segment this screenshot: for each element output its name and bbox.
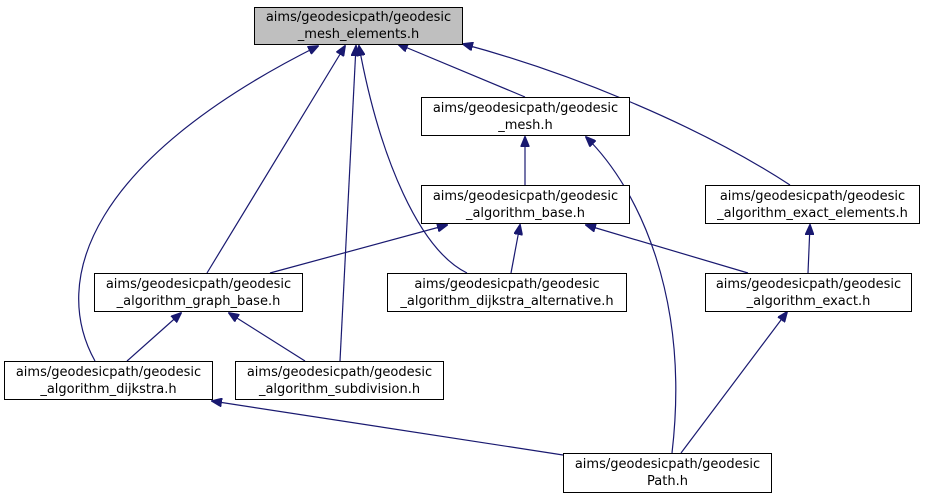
edge-dijkstra-to-graph-base — [126, 313, 181, 362]
edge-mesh-to-mesh-elements — [398, 44, 526, 98]
edge-graph-base-to-algorithm-base — [269, 225, 447, 274]
edge-dijkstra-alternative-to-algorithm-base — [510, 225, 520, 274]
edge-dijkstra-alternative-to-mesh-elements — [359, 46, 468, 274]
node-line-1: aims/geodesicpath/geodesic — [15, 364, 202, 380]
node-line-2: _algorithm_subdivision.h — [258, 381, 421, 397]
node-geodesic-algorithm-dijkstra-alternative[interactable]: aims/geodesicpath/geodesic _algorithm_di… — [387, 273, 627, 312]
node-geodesic-path[interactable]: aims/geodesicpath/geodesic Path.h — [563, 453, 772, 493]
edge-path-to-exact — [680, 312, 787, 454]
node-line-1: aims/geodesicpath/geodesic — [715, 276, 902, 292]
node-line-1: aims/geodesicpath/geodesic — [265, 10, 452, 25]
node-geodesic-algorithm-base[interactable]: aims/geodesicpath/geodesic _algorithm_ba… — [421, 185, 630, 224]
node-line-2: _algorithm_exact.h — [746, 293, 871, 309]
edge-subdivision-to-mesh-elements — [339, 46, 356, 362]
edge-path-to-mesh — [586, 137, 677, 454]
node-line-2: _algorithm_exact_elements.h — [717, 205, 908, 221]
node-line-2: _mesh.h — [498, 117, 553, 133]
node-line-1: aims/geodesicpath/geodesic — [432, 100, 619, 116]
node-line-2: _algorithm_base.h — [465, 205, 586, 221]
edge-graph-base-to-mesh-elements — [206, 46, 345, 274]
edge-subdivision-to-graph-base — [229, 313, 306, 362]
edge-dijkstra-to-mesh-elements — [78, 46, 318, 362]
node-geodesic-algorithm-exact[interactable]: aims/geodesicpath/geodesic _algorithm_ex… — [705, 273, 912, 312]
node-line-1: aims/geodesicpath/geodesic — [414, 276, 600, 292]
node-geodesic-algorithm-graph-base[interactable]: aims/geodesicpath/geodesic _algorithm_gr… — [94, 273, 303, 312]
node-line-1: aims/geodesicpath/geodesic — [105, 276, 292, 292]
node-line-1: aims/geodesicpath/geodesic — [246, 364, 433, 380]
node-line-1: aims/geodesicpath/geodesic — [574, 457, 761, 472]
node-line-2: _algorithm_graph_base.h — [116, 293, 281, 309]
edge-exact-to-exact-elements — [808, 225, 810, 274]
node-geodesic-algorithm-subdivision[interactable]: aims/geodesicpath/geodesic _algorithm_su… — [235, 361, 444, 400]
node-line-2: _algorithm_dijkstra_alternative.h — [400, 293, 614, 309]
node-geodesic-algorithm-dijkstra[interactable]: aims/geodesicpath/geodesic _algorithm_di… — [4, 361, 213, 400]
node-geodesic-mesh[interactable]: aims/geodesicpath/geodesic _mesh.h — [421, 97, 630, 136]
node-line-1: aims/geodesicpath/geodesic — [719, 188, 906, 204]
node-geodesic-mesh-elements[interactable]: aims/geodesicpath/geodesic _mesh_element… — [254, 7, 463, 45]
edge-path-to-dijkstra — [212, 401, 564, 456]
node-line-2: Path.h — [647, 474, 688, 489]
node-line-2: _mesh_elements.h — [297, 27, 420, 42]
node-geodesic-algorithm-exact-elements[interactable]: aims/geodesicpath/geodesic _algorithm_ex… — [705, 185, 920, 224]
edge-exact-to-algorithm-base — [586, 225, 749, 274]
node-line-2: _algorithm_dijkstra.h — [40, 381, 177, 397]
node-line-1: aims/geodesicpath/geodesic — [432, 188, 619, 204]
